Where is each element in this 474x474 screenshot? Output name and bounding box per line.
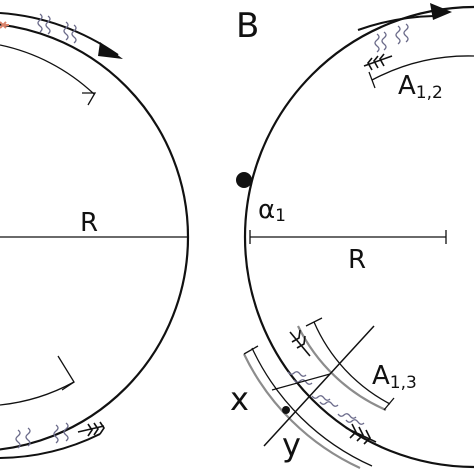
panel-b-arc-a12	[371, 55, 474, 81]
panel-a: R	[0, 12, 190, 459]
panel-a-inner-arc-top-tick	[82, 92, 97, 106]
panel-b-arc-a13-startcap	[305, 317, 323, 327]
panel-b-a12-main: A	[398, 71, 416, 101]
panel-b-alpha-sub: 1	[275, 206, 286, 226]
panel-b-a12-label: A1,2	[398, 71, 443, 103]
panel-b-cross-line-1	[263, 325, 375, 447]
panel-b-band-gray-outer	[243, 353, 361, 469]
panel-a-outer-band-bottom	[0, 433, 101, 459]
panel-b-outer-band-bottom-startcap	[243, 345, 259, 355]
panel-a-inner-arc-top	[0, 44, 95, 95]
panel-b-springs-bottom	[287, 371, 365, 425]
panel-b-a13-label: A1,3	[372, 361, 417, 393]
panel-b-label: B	[236, 6, 259, 46]
panel-a-radius-label: R	[80, 208, 98, 238]
panel-b-alpha-label: α1	[258, 195, 286, 226]
panel-b-a13-sub: 1,3	[390, 373, 417, 393]
panel-b-outer-band-top	[357, 15, 435, 31]
panel-b-x-label: x	[230, 380, 249, 418]
panel-b-outer-band-bottom	[251, 347, 373, 467]
panel-b-arc-a12-endcap	[368, 71, 376, 89]
panel-b-arc-a13	[313, 321, 391, 405]
panel-b: A1,2 α1 R	[230, 3, 474, 469]
panel-b-cross-point	[282, 406, 290, 414]
panel-b-radius-label: R	[348, 245, 366, 275]
panel-b-cross-line-2	[271, 373, 331, 391]
panel-b-arc-a13-endcap	[383, 397, 395, 411]
panel-b-top-arrowhead	[430, 3, 452, 20]
panel-b-fletching-bottom-1	[289, 329, 311, 357]
panel-a-fletching-bottom	[77, 421, 105, 437]
panel-a-inner-arc-bottom	[0, 381, 75, 406]
panel-b-fletching-top	[363, 53, 393, 71]
panel-b-alpha-main: α	[258, 195, 275, 225]
panel-a-springs-top	[37, 13, 77, 44]
panel-b-circle	[243, 5, 474, 469]
panel-a-springs-bottom	[15, 422, 69, 449]
panel-b-springs-top	[374, 23, 409, 53]
panel-a-inner-arc-bottom-tick	[57, 355, 75, 391]
panel-b-y-label: y	[282, 426, 301, 464]
panel-b-point	[236, 172, 252, 188]
panel-b-a12-sub: 1,2	[416, 83, 443, 103]
panel-a-top-arrowhead	[98, 42, 123, 59]
panel-a-orange-mark	[0, 21, 9, 29]
panel-b-a13-main: A	[372, 361, 390, 391]
panel-b-fletching-bottom-2	[345, 423, 377, 445]
